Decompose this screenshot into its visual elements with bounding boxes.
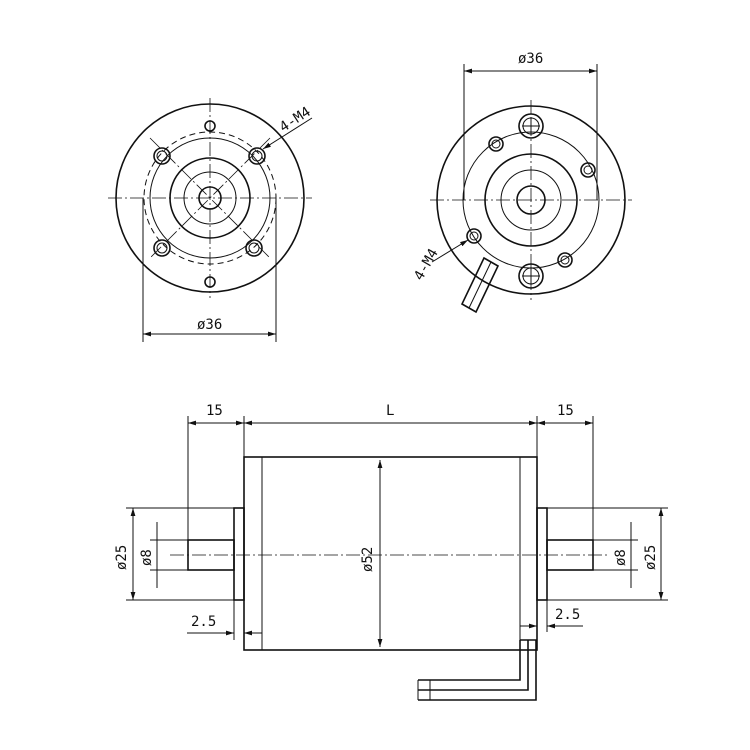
side-motor-body	[243, 456, 538, 651]
front-vent-hole	[204, 120, 216, 132]
rear-threaded-hole	[557, 252, 573, 268]
label-shaft-diameter-left: ø8	[139, 549, 155, 566]
front-vent-hole	[204, 276, 216, 288]
front-threaded-hole	[245, 239, 263, 257]
rear-threaded-hole	[488, 136, 504, 152]
side-lead-wires	[417, 639, 537, 701]
label-boss-diameter-right: ø25	[643, 545, 659, 570]
front-threaded-hole	[248, 147, 266, 165]
side-boss-left	[233, 507, 245, 601]
rear-hole-leader	[431, 239, 469, 263]
rear-hole-label: 4-M4	[411, 246, 442, 283]
front-hole-leader	[262, 117, 313, 150]
front-view: 4-M4 ø36	[108, 98, 314, 342]
side-view: 15 L 15 ø25 ø8 ø52 ø8 ø25 2.5 2.5	[114, 403, 668, 701]
rear-brush-screw-bottom	[518, 263, 544, 289]
front-threaded-hole	[153, 147, 171, 165]
front-hole-label: 4-M4	[277, 104, 314, 136]
rear-diameter-label: ø36	[518, 51, 543, 67]
rear-view: 4-M4 ø36	[411, 51, 632, 314]
front-threaded-hole	[153, 239, 171, 257]
label-boss-thickness-left: 2.5	[191, 614, 216, 630]
side-boss-right	[536, 507, 548, 601]
rear-lead-wires	[460, 256, 500, 314]
rear-threaded-hole	[580, 162, 596, 178]
label-boss-thickness-right: 2.5	[555, 607, 580, 623]
rear-threaded-hole	[466, 228, 482, 244]
front-diameter-label: ø36	[197, 317, 222, 333]
label-body-length: L	[386, 403, 394, 419]
label-shaft-length-left: 15	[206, 403, 223, 419]
label-shaft-length-right: 15	[557, 403, 574, 419]
label-body-diameter: ø52	[360, 547, 376, 572]
label-boss-diameter-left: ø25	[114, 545, 130, 570]
label-shaft-diameter-right: ø8	[613, 549, 629, 566]
rear-brush-screw-top	[518, 113, 544, 139]
